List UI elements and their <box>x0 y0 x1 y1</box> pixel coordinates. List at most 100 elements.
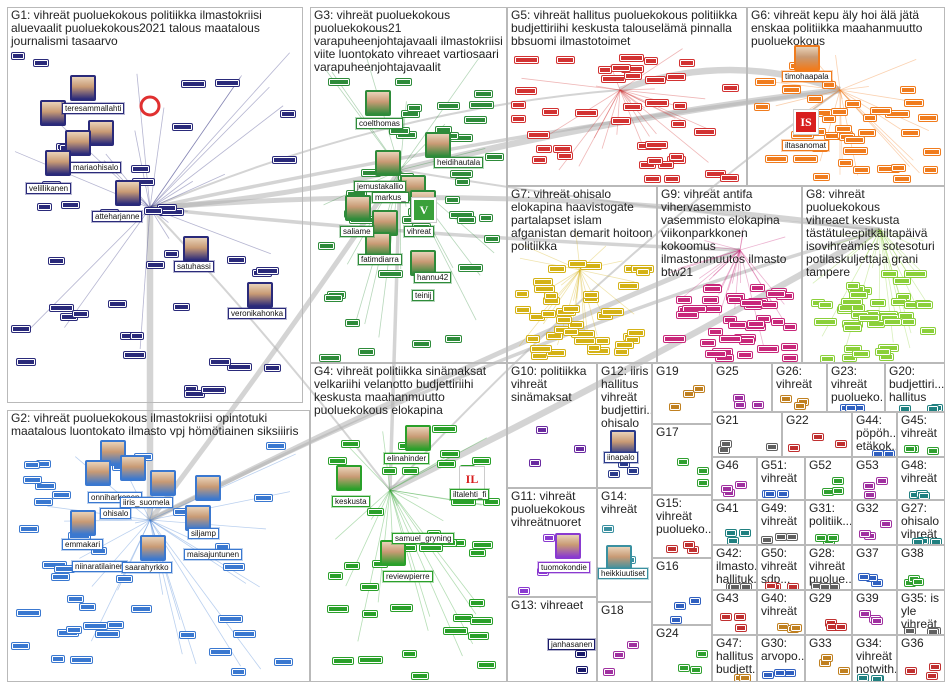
graph-node[interactable] <box>449 169 473 178</box>
graph-node[interactable] <box>361 609 378 618</box>
graph-node[interactable] <box>673 102 688 111</box>
node-label[interactable]: fatimdiarra <box>358 254 402 265</box>
graph-node[interactable] <box>401 650 417 659</box>
graph-node[interactable] <box>471 456 491 465</box>
graph-node[interactable] <box>821 114 836 123</box>
graph-node[interactable] <box>613 348 629 357</box>
graph-node[interactable] <box>35 482 57 491</box>
graph-node[interactable] <box>583 291 600 300</box>
graph-node[interactable] <box>265 442 286 451</box>
graph-node[interactable] <box>751 401 764 410</box>
graph-node[interactable] <box>690 665 703 674</box>
graph-node[interactable] <box>846 281 861 290</box>
graph-node[interactable] <box>407 104 423 113</box>
profile-avatar[interactable] <box>45 150 71 176</box>
graph-node[interactable] <box>555 55 575 64</box>
graph-node[interactable] <box>900 128 920 137</box>
profile-avatar[interactable] <box>425 132 451 158</box>
graph-node[interactable] <box>870 674 883 681</box>
graph-node[interactable] <box>51 572 71 581</box>
graph-node[interactable] <box>904 270 928 279</box>
node-label[interactable]: iiris_suomela <box>120 497 173 508</box>
graph-node[interactable] <box>514 55 540 64</box>
graph-node[interactable] <box>697 478 710 487</box>
graph-node[interactable] <box>479 213 494 222</box>
node-label[interactable]: teinij <box>412 290 435 301</box>
graph-node[interactable] <box>702 295 719 304</box>
graph-node[interactable] <box>781 343 799 352</box>
graph-node[interactable] <box>528 313 545 322</box>
graph-node[interactable] <box>830 107 848 116</box>
graph-node[interactable] <box>696 650 708 659</box>
graph-node[interactable] <box>740 582 753 589</box>
graph-node[interactable] <box>531 352 549 361</box>
graph-node[interactable] <box>657 161 674 170</box>
profile-avatar[interactable] <box>794 45 820 71</box>
graph-node[interactable] <box>467 631 489 640</box>
graph-node[interactable] <box>130 165 150 174</box>
graph-node[interactable] <box>756 345 779 353</box>
graph-node[interactable] <box>179 631 197 640</box>
graph-node[interactable] <box>702 285 722 294</box>
graph-node[interactable] <box>623 102 643 111</box>
graph-node[interactable] <box>518 587 531 596</box>
graph-node[interactable] <box>727 321 747 330</box>
graph-node[interactable] <box>821 654 834 663</box>
graph-node[interactable] <box>819 354 835 362</box>
graph-node[interactable] <box>529 459 542 468</box>
graph-node[interactable] <box>24 460 41 469</box>
graph-node[interactable] <box>19 525 39 534</box>
graph-node[interactable] <box>764 154 788 163</box>
graph-node[interactable] <box>754 102 771 111</box>
graph-node[interactable] <box>704 169 726 178</box>
graph-node[interactable] <box>626 328 645 337</box>
node-label[interactable]: heikkiuutiset <box>598 568 649 579</box>
graph-node[interactable] <box>843 136 865 145</box>
graph-node[interactable] <box>835 623 848 632</box>
graph-node[interactable] <box>777 490 790 499</box>
graph-node[interactable] <box>636 268 651 277</box>
node-label[interactable]: emmakari <box>62 539 104 550</box>
graph-node[interactable] <box>790 624 803 633</box>
graph-node[interactable] <box>11 641 31 650</box>
graph-node[interactable] <box>534 285 556 294</box>
graph-node[interactable] <box>863 490 876 499</box>
graph-node[interactable] <box>882 449 895 456</box>
graph-node[interactable] <box>401 109 421 118</box>
graph-node[interactable] <box>561 305 580 314</box>
graph-node[interactable] <box>70 655 94 664</box>
graph-node[interactable] <box>51 654 66 663</box>
graph-node[interactable] <box>678 663 691 672</box>
graph-node[interactable] <box>727 536 740 544</box>
graph-node[interactable] <box>675 295 692 304</box>
graph-node[interactable] <box>720 612 733 621</box>
graph-node[interactable] <box>831 477 844 485</box>
graph-node[interactable] <box>610 116 631 125</box>
graph-node[interactable] <box>682 304 708 313</box>
graph-node[interactable] <box>852 166 870 175</box>
graph-node[interactable] <box>618 54 644 63</box>
graph-node[interactable] <box>923 166 939 175</box>
graph-node[interactable] <box>95 630 121 639</box>
graph-node[interactable] <box>787 582 800 589</box>
graph-node[interactable] <box>563 327 580 336</box>
graph-node[interactable] <box>904 99 925 108</box>
graph-node[interactable] <box>837 158 853 167</box>
graph-node[interactable] <box>867 320 886 329</box>
graph-node[interactable] <box>926 672 939 681</box>
graph-node[interactable] <box>36 203 52 212</box>
profile-avatar[interactable] <box>150 470 176 496</box>
graph-node[interactable] <box>411 671 430 680</box>
profile-avatar[interactable] <box>88 120 114 146</box>
graph-node[interactable] <box>733 393 746 402</box>
graph-node[interactable] <box>613 650 626 659</box>
graph-node[interactable] <box>678 59 695 68</box>
profile-avatar[interactable] <box>365 90 391 116</box>
graph-node[interactable] <box>665 545 678 554</box>
graph-node[interactable] <box>360 583 380 592</box>
graph-node[interactable] <box>611 63 632 72</box>
graph-node[interactable] <box>358 655 384 664</box>
graph-node[interactable] <box>881 270 899 279</box>
graph-node[interactable] <box>707 327 723 336</box>
profile-avatar[interactable] <box>195 475 221 501</box>
